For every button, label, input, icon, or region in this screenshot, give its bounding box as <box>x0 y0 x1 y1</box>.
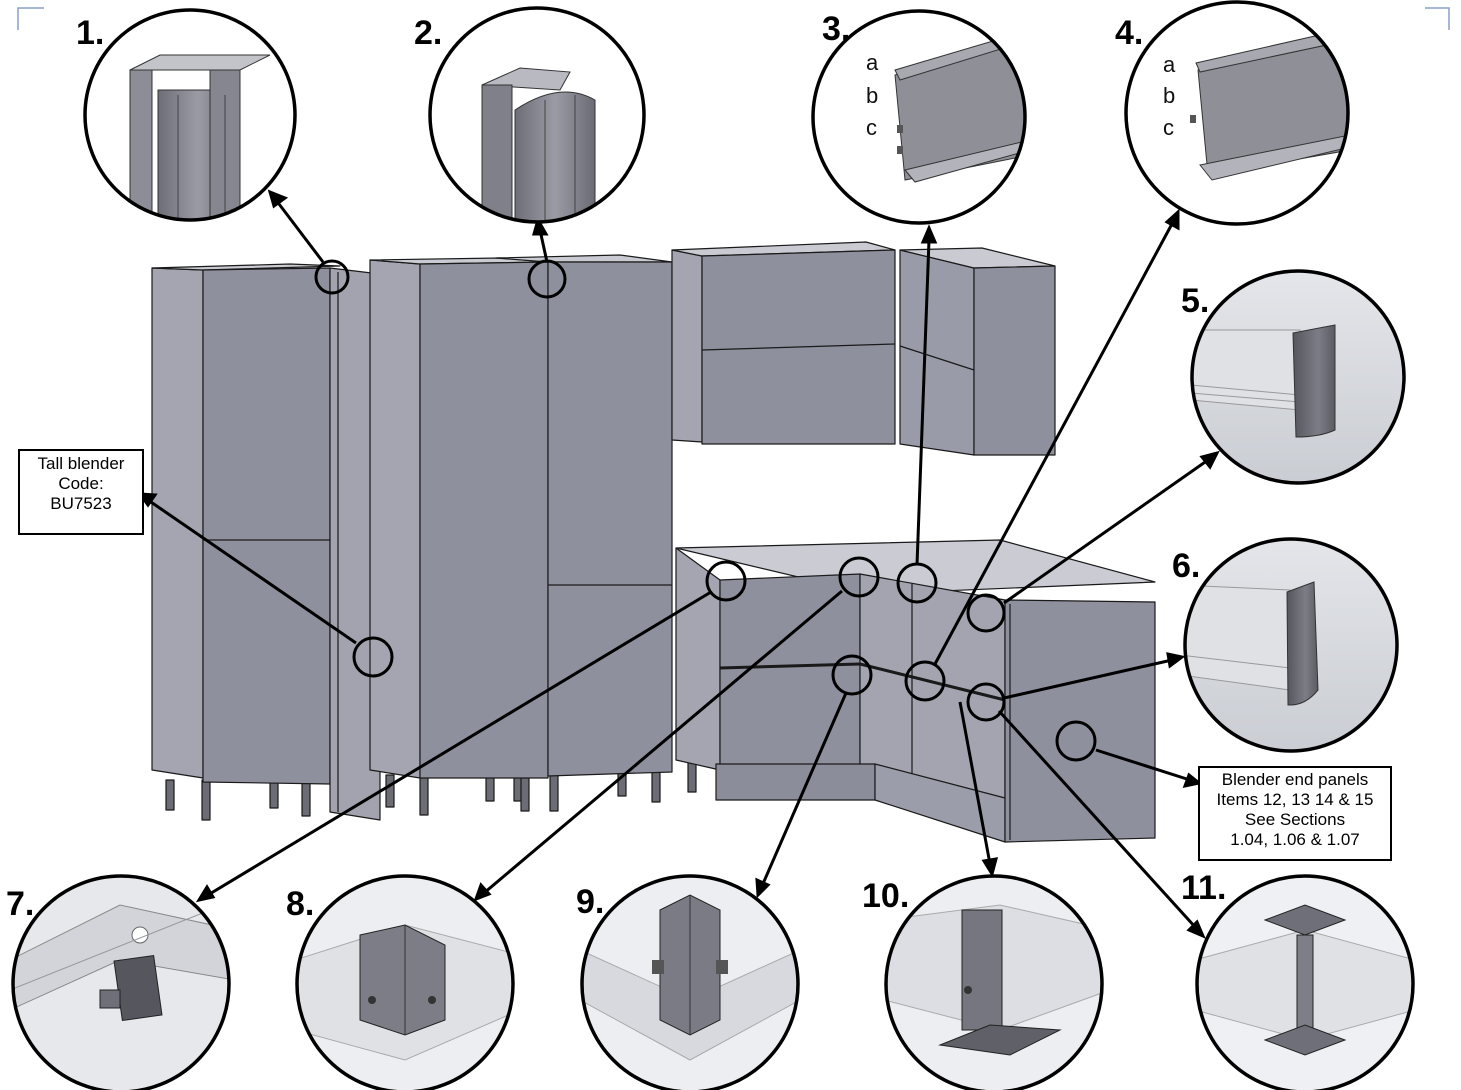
callout-3-letter-c: c <box>866 115 877 140</box>
callout-3-letter-a: a <box>866 50 879 75</box>
callout-1 <box>83 8 297 222</box>
callout-6 <box>1183 537 1399 753</box>
corner-marks <box>17 7 1450 30</box>
callout-10 <box>884 874 1104 1090</box>
callout-4-letter-b: b <box>1163 83 1175 108</box>
end-panels-line-4: 1.04, 1.06 & 1.07 <box>1230 830 1360 849</box>
callout-5 <box>1190 269 1406 485</box>
callout-8 <box>295 874 515 1090</box>
tall-blender-line-3: BU7523 <box>50 494 112 513</box>
callout-4-number: 4. <box>1115 14 1143 52</box>
tall-blender-label: Tall blender Code: BU7523 <box>18 449 144 535</box>
detail-markers <box>314 259 1097 762</box>
callout-4 <box>1124 0 1350 226</box>
leader-arrows <box>136 189 1220 939</box>
kitchen-cabinets <box>151 241 1156 843</box>
tall-blender-line-2: Code: <box>58 474 104 493</box>
callout-9-number: 9. <box>576 883 604 921</box>
end-panels-line-2: Items 12, 13 14 & 15 <box>1216 790 1374 809</box>
tall-blender-line-1: Tall blender <box>37 454 125 473</box>
callout-6-number: 6. <box>1172 547 1200 585</box>
callout-2 <box>428 6 646 224</box>
callout-5-number: 5. <box>1181 282 1209 320</box>
callout-7-number: 7. <box>6 885 34 923</box>
end-panels-line-3: See Sections <box>1244 810 1346 829</box>
end-panels-label: Blender end panels Items 12, 13 14 & 15 … <box>1198 766 1392 861</box>
callout-numbers: 1. 2. 3. 4. 5. 6. 7. 8. 9. 10. 11. <box>6 10 1226 923</box>
callout-1-number: 1. <box>76 14 104 52</box>
callout-9 <box>580 874 800 1090</box>
callout-11-number: 11. <box>1181 869 1226 907</box>
callout-3-number: 3. <box>822 10 850 48</box>
callout-7 <box>11 874 231 1090</box>
cabinet-legs <box>165 761 697 821</box>
callout-4-letter-c: c <box>1163 115 1174 140</box>
profile-letters: a b c a b c <box>866 50 1176 140</box>
callout-3 <box>811 9 1027 225</box>
end-panels-line-1: Blender end panels <box>1221 770 1369 789</box>
callout-2-number: 2. <box>414 14 442 52</box>
callout-10-number: 10. <box>862 877 909 915</box>
callout-3-letter-b: b <box>866 83 878 108</box>
callout-4-letter-a: a <box>1163 52 1176 77</box>
callout-8-number: 8. <box>286 885 314 923</box>
callout-11 <box>1195 874 1415 1090</box>
